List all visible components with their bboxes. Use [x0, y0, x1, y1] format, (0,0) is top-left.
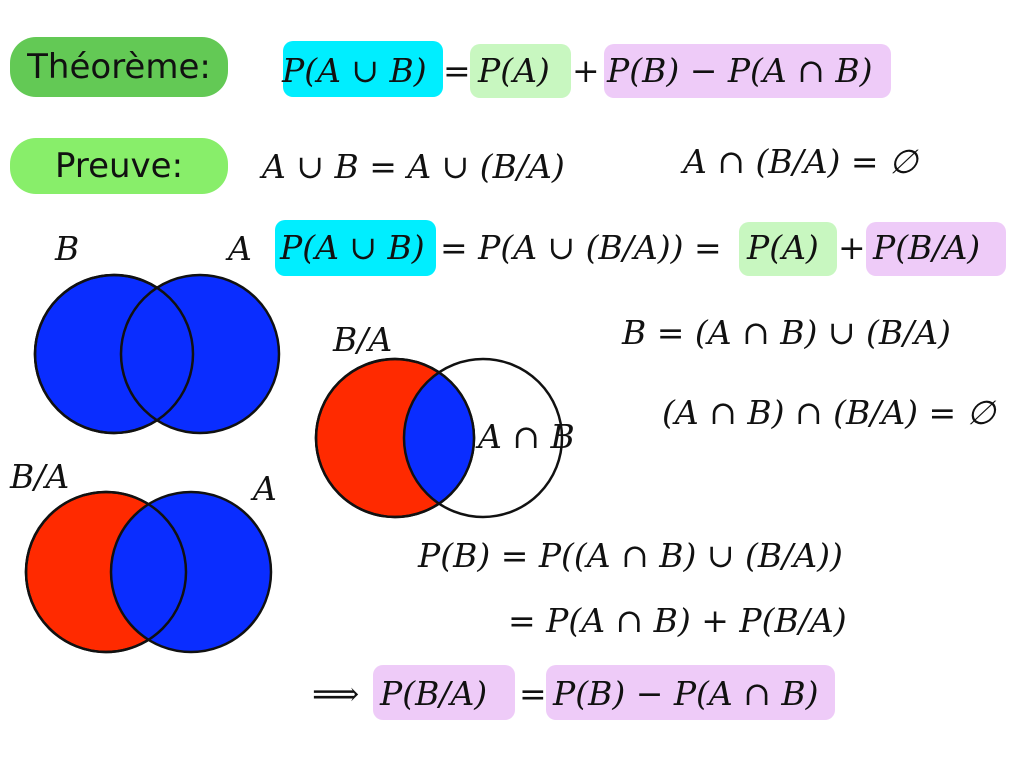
venn-mid-label-ab: A ∩ B — [478, 417, 575, 456]
highlight-cyan-theorem — [283, 41, 443, 97]
highlight-cyan-proof — [275, 220, 436, 276]
proof-line2-pa: P(A) — [747, 228, 819, 267]
venn-bot-circle-a — [109, 490, 273, 654]
venn-top-circle-b — [33, 273, 195, 435]
theorem-lhs: P(A ∪ B) — [282, 51, 427, 90]
proof-line5: P(B) = P((A ∩ B) ∪ (B/A)) — [418, 536, 843, 575]
highlight-violet-theorem — [604, 44, 891, 98]
proof-line3: B = (A ∩ B) ∪ (B/A) — [622, 313, 951, 352]
conclusion-lhs: P(B/A) — [380, 674, 488, 713]
proof-line1-right: A ∩ (B/A) = ∅ — [683, 142, 918, 181]
theorem-rest: P(B) − P(A ∩ B) — [607, 51, 873, 90]
proof-line4: (A ∩ B) ∩ (B/A) = ∅ — [662, 393, 996, 432]
venn-mid-label-ba: B/A — [333, 320, 393, 359]
theorem-eq: = — [443, 51, 471, 90]
proof-label: Preuve: — [10, 138, 228, 194]
proof-line1-left: A ∪ B = A ∪ (B/A) — [262, 147, 565, 186]
venn-top-label-a: A — [228, 229, 252, 268]
venn-bot-circle-b-outline — [24, 490, 188, 654]
venn-mid-circle-b — [314, 357, 476, 519]
conclusion-rhs: P(B) − P(A ∩ B) — [553, 674, 819, 713]
venn-top-label-b: B — [55, 229, 80, 268]
proof-line6: = P(A ∩ B) + P(B/A) — [508, 601, 847, 640]
venn-top-circle-b-outline — [33, 273, 195, 435]
highlight-green-theorem — [470, 44, 571, 98]
venn-mid-circle-b-outline — [314, 357, 476, 519]
theorem-plus: + — [572, 51, 600, 90]
proof-line2-lhs: P(A ∪ B) — [280, 228, 425, 267]
theorem-pa: P(A) — [478, 51, 550, 90]
proof-line2-plus: + — [838, 228, 866, 267]
conclusion-arrow: ⟹ — [312, 674, 360, 713]
venn-top-circle-a — [119, 273, 281, 435]
highlight-violet-concl-rhs — [546, 665, 835, 720]
highlight-violet-proof — [866, 222, 1006, 276]
conclusion-eq: = — [519, 674, 547, 713]
highlight-violet-concl-lhs — [373, 665, 515, 720]
venn-bottom-label-a: A — [253, 469, 277, 508]
highlight-green-proof — [739, 222, 837, 276]
proof-line2-pba: P(B/A) — [873, 228, 981, 267]
theorem-label: Théorème: — [10, 37, 228, 97]
proof-line2-mid: = P(A ∪ (B/A)) = — [440, 228, 722, 267]
venn-bot-circle-b — [24, 490, 188, 654]
venn-bottom-label-ba: B/A — [10, 457, 70, 496]
